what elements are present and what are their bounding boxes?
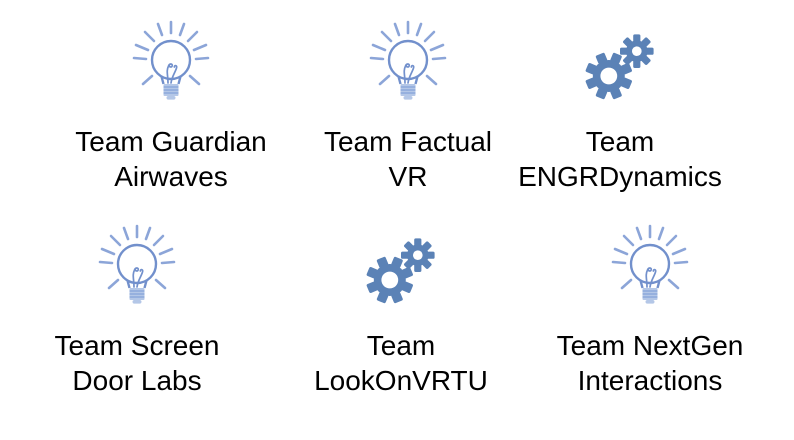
team-cell-factual-vr: Team Factual VR: [283, 18, 533, 194]
team-name-line2: Door Labs: [72, 365, 202, 396]
team-name-line1: Team NextGen: [556, 330, 744, 361]
team-name-line2: LookOnVRTU: [314, 365, 488, 396]
team-name-line1: Team Factual: [323, 126, 493, 157]
lightbulb-icon: [525, 222, 775, 322]
team-name: Team Screen Door Labs: [12, 328, 262, 398]
team-name-line1: Team: [366, 330, 436, 361]
team-cell-engrdynamics: Team ENGRDynamics: [495, 18, 745, 194]
team-cell-guardian-airwaves: Team Guardian Airwaves: [46, 18, 296, 194]
team-name-line2: Airwaves: [114, 161, 228, 192]
team-name-line1: Team Screen: [54, 330, 220, 361]
team-name-line2: ENGRDynamics: [518, 161, 722, 192]
team-name-line2: Interactions: [577, 365, 723, 396]
team-name: Team Guardian Airwaves: [46, 124, 296, 194]
lightbulb-icon: [12, 222, 262, 322]
team-name: Team LookOnVRTU: [276, 328, 526, 398]
team-name: Team NextGen Interactions: [525, 328, 775, 398]
team-cell-nextgen-interactions: Team NextGen Interactions: [525, 222, 775, 398]
team-name-line1: Team Guardian: [75, 126, 267, 157]
team-cell-screen-door-labs: Team Screen Door Labs: [12, 222, 262, 398]
gears-icon: [276, 222, 526, 322]
team-name-line2: VR: [388, 161, 428, 192]
gears-icon: [495, 18, 745, 118]
team-name-line1: Team: [585, 126, 655, 157]
team-name: Team ENGRDynamics: [495, 124, 745, 194]
lightbulb-icon: [46, 18, 296, 118]
team-name: Team Factual VR: [283, 124, 533, 194]
team-cell-lookonvrtu: Team LookOnVRTU: [276, 222, 526, 398]
